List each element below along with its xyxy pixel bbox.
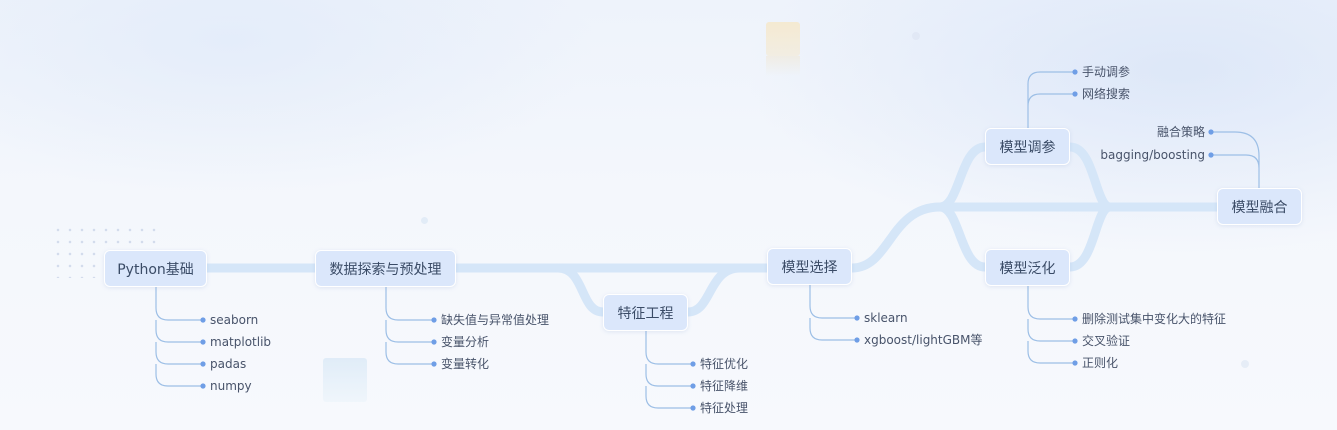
leaf-connector-explore (385, 287, 433, 365)
leaf-select-2: xgboost/lightGBM等 (864, 333, 983, 347)
leaf-general-3: 正则化 (1082, 356, 1119, 370)
leaf-dot (431, 361, 437, 367)
leaf-dot (1208, 129, 1214, 135)
leaf-dot (200, 383, 206, 389)
node-model-selection[interactable]: 模型选择 (767, 248, 852, 285)
node-model-generalization[interactable]: 模型泛化 (985, 249, 1070, 286)
leaf-feature-2: 特征降维 (700, 379, 749, 393)
leaf-dot (690, 361, 696, 367)
leaf-dot (1072, 360, 1078, 366)
leaf-dot (854, 337, 860, 343)
leaf-explore-2: 变量分析 (441, 335, 490, 349)
leaf-dot (1072, 69, 1078, 75)
main-connector-general-fusion (1065, 202, 1115, 272)
decorative-cube-gold-reflection (766, 56, 800, 76)
leaf-python-3: padas (210, 357, 247, 371)
leaf-connector-feature (645, 331, 692, 409)
leaf-connector-select (809, 285, 856, 341)
main-connector-hub-tune (935, 142, 990, 212)
leaf-feature-1: 特征优化 (700, 357, 749, 371)
decorative-sparkle (912, 32, 920, 40)
node-model-fusion[interactable]: 模型融合 (1217, 188, 1302, 225)
leaf-connector-general (1027, 286, 1074, 364)
leaf-general-2: 交叉验证 (1082, 334, 1131, 348)
leaf-dot (200, 317, 206, 323)
leaf-dot (690, 405, 696, 411)
leaf-general-1: 删除测试集中变化大的特征 (1082, 312, 1227, 326)
leaf-dot (1208, 152, 1214, 158)
decorative-cube-gold (766, 22, 800, 56)
leaf-python-4: numpy (210, 379, 252, 393)
main-connector-select-hub (847, 202, 945, 273)
leaf-tune-1: 手动调参 (1082, 65, 1131, 79)
leaf-dot (1072, 316, 1078, 322)
leaf-dot (200, 339, 206, 345)
decorative-sparkle (421, 217, 428, 224)
leaf-connector-fusion (1212, 131, 1260, 188)
node-python-basics[interactable]: Python基础 (104, 250, 207, 287)
leaf-dot (431, 339, 437, 345)
leaf-explore-1: 缺失值与异常值处理 (441, 313, 550, 327)
main-connector-hub-general (935, 202, 990, 272)
leaf-python-2: matplotlib (210, 335, 272, 349)
decorative-sparkle (1241, 360, 1249, 368)
leaf-connector-tune (1027, 71, 1074, 128)
leaf-dot (1072, 91, 1078, 97)
leaf-dot (690, 383, 696, 389)
leaf-dot (1072, 338, 1078, 344)
leaf-connector-python (155, 287, 202, 387)
leaf-python-1: seaborn (210, 313, 259, 327)
leaf-dot (431, 317, 437, 323)
leaf-select-1: sklearn (864, 311, 908, 325)
decorative-cube-blue (323, 358, 367, 402)
leaf-fusion-1: 融合策略 (1156, 125, 1205, 139)
leaf-dot (854, 315, 860, 321)
node-data-exploration[interactable]: 数据探索与预处理 (315, 250, 456, 287)
main-connector-feature-left (553, 263, 608, 317)
leaf-feature-3: 特征处理 (700, 401, 749, 415)
node-model-tuning[interactable]: 模型调参 (985, 128, 1070, 165)
leaf-explore-3: 变量转化 (441, 357, 490, 371)
leaf-dot (200, 361, 206, 367)
leaf-fusion-2: bagging/boosting (1100, 148, 1205, 162)
leaf-tune-2: 网络搜索 (1082, 87, 1131, 101)
node-feature-engineering[interactable]: 特征工程 (603, 294, 688, 331)
main-connector-feature-right (683, 263, 745, 317)
